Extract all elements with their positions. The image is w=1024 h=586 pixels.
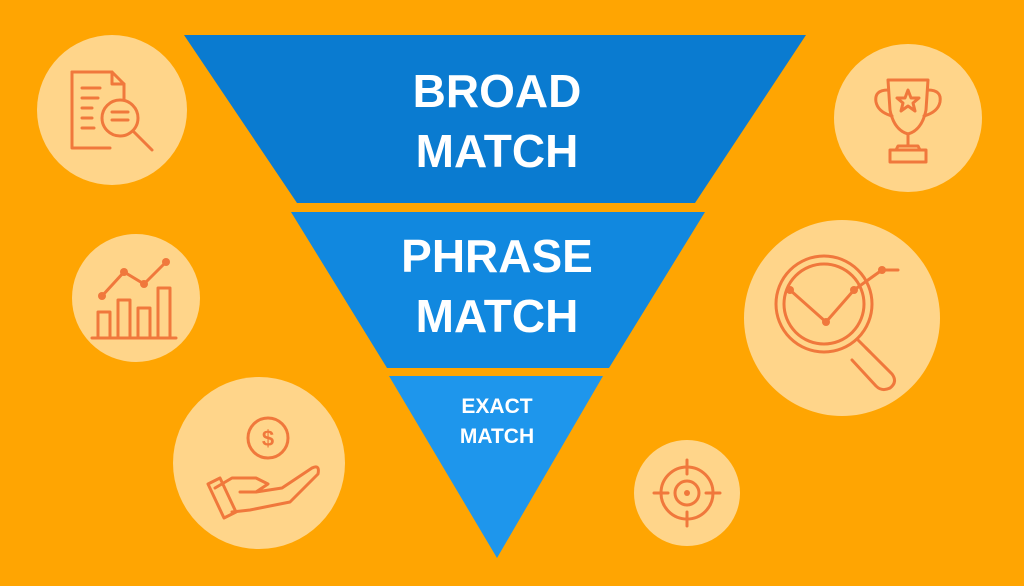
phrase-match-label-line2: MATCH [416,290,579,342]
exact-match-label-line1: EXACT [461,395,532,418]
broad-match-label-line2: MATCH [416,125,579,177]
funnel-level-exact [389,376,603,558]
phrase-match-label-line1: PHRASE [401,230,593,282]
growth-chart-icon [72,234,200,362]
target-icon [634,440,740,546]
analytics-magnifier-icon [744,220,940,416]
broad-match-label-line1: BROAD [413,65,582,117]
funnel: BROAD MATCH PHRASE MATCH EXACT MATCH [184,35,806,558]
money-hand-icon: $ [173,377,345,549]
document-search-icon [37,35,187,185]
trophy-icon [834,44,982,192]
funnel-level-broad [184,35,806,203]
exact-match-label-line2: MATCH [460,425,534,448]
svg-text:$: $ [262,426,274,451]
funnel-level-phrase [291,212,705,368]
